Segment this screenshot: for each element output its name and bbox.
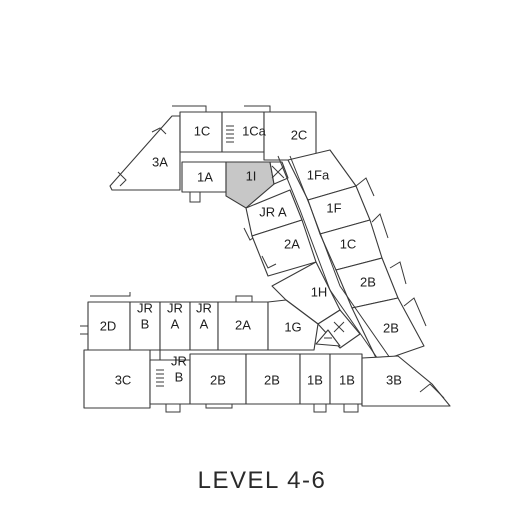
- core-stair: [315, 309, 361, 349]
- unit-label-1a-top: 1A: [197, 169, 213, 184]
- unit-label-jra-left2-line2: A: [200, 316, 209, 331]
- unit-label-1ca: 1Ca: [242, 123, 267, 138]
- unit-label-2b-bottom2: 2B: [264, 372, 280, 387]
- unit-1ca-shape: [221, 111, 265, 153]
- unit-label-1g: 1G: [284, 319, 301, 334]
- unit-label-jrb-bottom-line1: JR: [171, 353, 187, 368]
- unit-1c-top-shape: [179, 111, 223, 153]
- unit-label-1f: 1F: [326, 200, 341, 215]
- unit-1b-1-shape: [299, 353, 331, 405]
- unit-1g-shape: [267, 299, 319, 351]
- unit-3c-shape: [83, 349, 151, 409]
- unit-label-3c: 3C: [115, 372, 132, 387]
- unit-label-1c-top: 1C: [194, 123, 211, 138]
- unit-label-3a: 3A: [152, 154, 168, 169]
- unit-label-jrb-left-line2: B: [141, 316, 150, 331]
- unit-jra-left1-shape: [159, 301, 191, 351]
- unit-2b-right2-shape: [351, 297, 425, 363]
- unit-label-2a-left: 2A: [235, 317, 251, 332]
- floor-label: LEVEL 4-6: [198, 467, 327, 494]
- unit-label-1fa: 1Fa: [307, 167, 330, 182]
- unit-label-2b-right1: 2B: [360, 274, 376, 289]
- unit-label-jra-left2-line1: JR: [196, 300, 212, 315]
- unit-label-1b-1: 1B: [307, 372, 323, 387]
- unit-jrb-left-shape: [129, 301, 161, 351]
- unit-label-1i: 1I: [246, 168, 257, 183]
- stair-hatch-top: [226, 125, 234, 143]
- upper-wing-outline: [109, 105, 427, 363]
- unit-label-2b-bottom1: 2B: [210, 372, 226, 387]
- unit-2c-shape: [263, 111, 317, 161]
- unit-label-jrb-left-line1: JR: [137, 300, 153, 315]
- unit-label-2d: 2D: [100, 318, 117, 333]
- unit-1i-shape: [225, 161, 275, 209]
- unit-label-jrb-bottom-line2: B: [175, 369, 184, 384]
- lower-wing-outline: [80, 292, 451, 413]
- unit-label-1b-2: 1B: [339, 372, 355, 387]
- unit-label-2b-right2: 2B: [383, 320, 399, 335]
- unit-3a-shape: [109, 115, 181, 191]
- unit-label-3b: 3B: [386, 372, 402, 387]
- unit-label-jra-left1-line1: JR: [167, 300, 183, 315]
- stair-hatch-bottom: [156, 369, 164, 387]
- unit-label-2c: 2C: [291, 127, 308, 142]
- unit-label-2a-mid: 2A: [284, 236, 300, 251]
- unit-label-jra-left1-line2: A: [171, 316, 180, 331]
- unit-label-jra-top: JR A: [259, 204, 287, 219]
- unit-label-1c-mid: 1C: [340, 236, 357, 251]
- unit-1a-top-shape: [181, 161, 227, 193]
- unit-label-1h: 1H: [311, 284, 328, 299]
- unit-jra-left2-shape: [189, 301, 219, 351]
- unit-2b-bottom2-shape: [245, 353, 301, 405]
- unit-3b-shape: [361, 355, 451, 407]
